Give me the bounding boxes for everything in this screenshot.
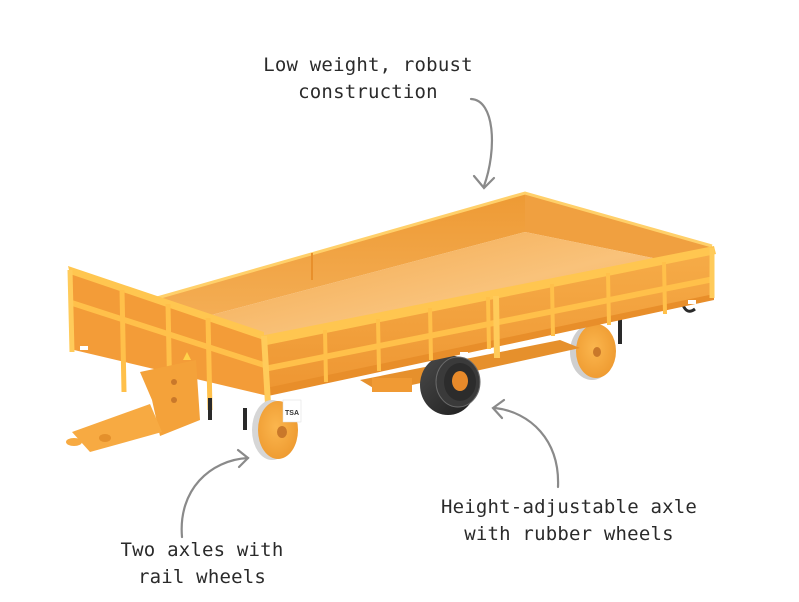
annotation-line: Low weight, robust <box>263 54 473 76</box>
tow-bar <box>66 352 200 452</box>
arrow-right <box>493 406 560 489</box>
arrow-right-head <box>491 398 506 420</box>
annotation-line: rail wheels <box>137 566 267 588</box>
annotation-arrows <box>180 97 560 539</box>
annotation-low-weight: Low weight, robust construction <box>232 52 504 106</box>
annotation-line: Two axles with <box>120 539 284 561</box>
tsa-plate <box>282 399 302 423</box>
support-leg <box>618 318 622 344</box>
arrow-top <box>469 97 493 188</box>
rail-wheel-rear <box>570 324 616 380</box>
tsa-plate-text: TSA <box>285 410 299 417</box>
rubber-wheel <box>420 355 481 415</box>
annotation-line: with rubber wheels <box>464 523 674 545</box>
annotation-rail-wheels: Two axles with rail wheels <box>94 537 310 591</box>
arrow-top-head <box>472 174 496 190</box>
annotation-rubber-wheels: Height-adjustable axle with rubber wheel… <box>404 494 734 548</box>
arrow-left <box>180 456 250 539</box>
annotation-line: construction <box>298 81 438 103</box>
annotation-line: Height-adjustable axle <box>440 496 698 518</box>
bed-back-wall <box>150 193 525 318</box>
arrow-left-head <box>236 448 250 469</box>
